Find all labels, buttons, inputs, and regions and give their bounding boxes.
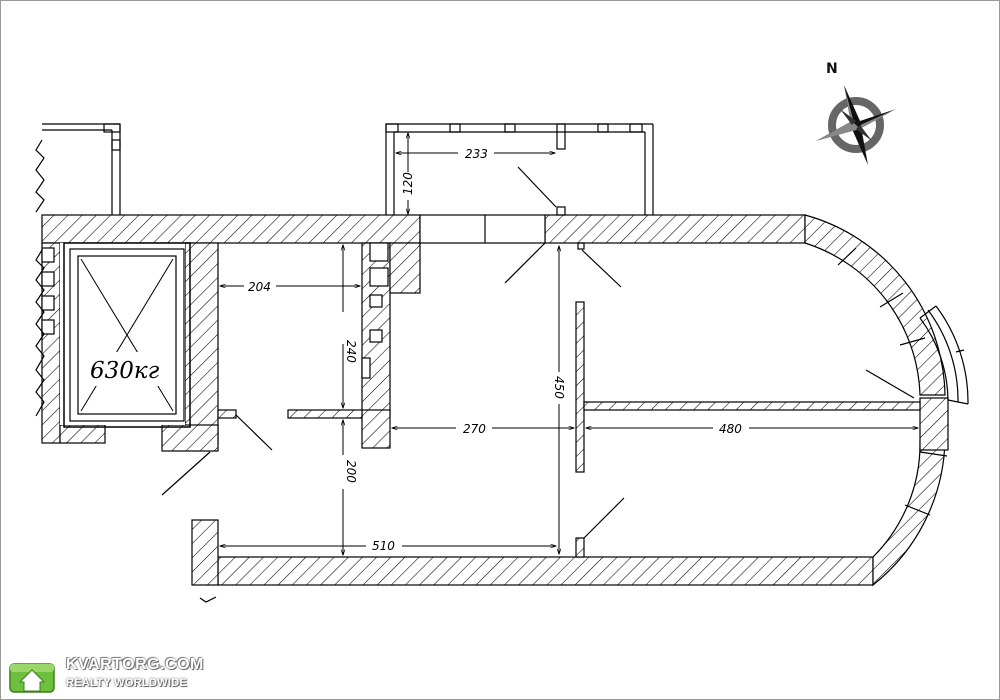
dim-480: 480 <box>719 422 742 436</box>
dim-204: 204 <box>248 280 271 294</box>
door-swings <box>161 166 915 603</box>
vent-blocks <box>41 242 389 379</box>
interior-walls <box>217 242 921 558</box>
watermark-tagline: REALTY WORLDWIDE <box>66 677 188 689</box>
dim-270: 270 <box>463 422 486 436</box>
dimension-labels: 233 120 204 240 450 270 480 200 510 <box>248 147 742 553</box>
dimension-lines <box>220 133 918 555</box>
balcony-left <box>35 123 121 417</box>
dim-240: 240 <box>344 340 358 363</box>
lift-shaft: 630кг <box>60 242 191 428</box>
house-logo-icon <box>9 663 55 693</box>
dim-200: 200 <box>344 460 358 483</box>
watermark: KVARTORG.COM REALTY WORLDWIDE <box>8 656 203 696</box>
lift-load-label: 630кг <box>90 358 160 384</box>
dim-450: 450 <box>552 376 566 399</box>
watermark-brand: KVARTORG.COM <box>66 656 204 673</box>
dim-120: 120 <box>401 172 415 195</box>
dimension-label-bg <box>244 145 749 554</box>
curved-wall-seams <box>837 247 948 516</box>
compass-north-label: N <box>826 61 838 77</box>
balcony-top <box>385 123 654 216</box>
dim-510: 510 <box>372 539 395 553</box>
compass-rose: N <box>816 61 896 165</box>
outer-walls <box>41 214 949 587</box>
window-opening <box>419 214 546 244</box>
dim-233: 233 <box>465 147 488 161</box>
bay-window <box>919 305 969 405</box>
